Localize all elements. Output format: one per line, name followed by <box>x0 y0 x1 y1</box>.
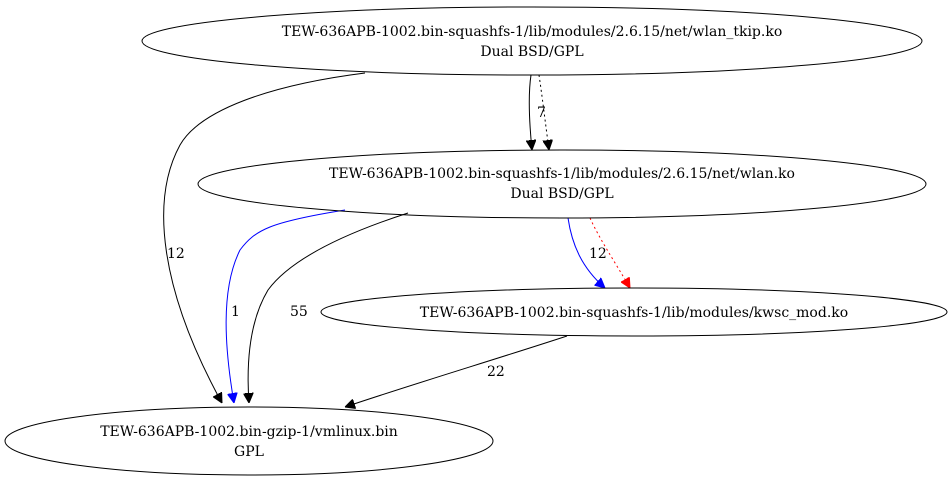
edge-label: 55 <box>290 304 308 320</box>
node-label: TEW-636APB-1002.bin-squashfs-1/lib/modul… <box>282 24 783 40</box>
edge-wlan-to-vmlinux-black: 55 <box>248 212 409 403</box>
edge-label: 22 <box>487 364 505 380</box>
edge-wlan-to-kwsc-red <box>589 217 630 288</box>
edge-wlan-to-kwsc-blue: 12 <box>567 217 607 288</box>
node-label: TEW-636APB-1002.bin-squashfs-1/lib/modul… <box>420 305 848 321</box>
node-label: TEW-636APB-1002.bin-gzip-1/vmlinux.bin <box>100 424 398 440</box>
node-vmlinux: TEW-636APB-1002.bin-gzip-1/vmlinux.bin G… <box>4 406 494 476</box>
node-license: GPL <box>234 444 264 460</box>
edge-label: 1 <box>231 304 240 320</box>
edge-wlan-tkip-to-vmlinux: 12 <box>163 72 366 403</box>
edge-label: 7 <box>537 105 546 121</box>
node-wlan: TEW-636APB-1002.bin-squashfs-1/lib/modul… <box>197 149 927 219</box>
node-kwsc-mod: TEW-636APB-1002.bin-squashfs-1/lib/modul… <box>320 287 948 337</box>
edge-wlan-to-vmlinux-blue: 1 <box>225 209 346 403</box>
node-wlan-tkip: TEW-636APB-1002.bin-squashfs-1/lib/modul… <box>141 6 923 76</box>
edge-kwsc-to-vmlinux: 22 <box>345 335 568 407</box>
edge-wlan-tkip-to-wlan-dotted: 7 <box>537 74 549 150</box>
node-license: Dual BSD/GPL <box>480 44 583 60</box>
node-label: TEW-636APB-1002.bin-squashfs-1/lib/modul… <box>329 166 795 182</box>
edge-label: 12 <box>589 246 607 262</box>
edge-wlan-tkip-to-wlan-solid <box>529 74 532 150</box>
node-license: Dual BSD/GPL <box>510 186 613 202</box>
edge-label: 12 <box>167 246 185 262</box>
